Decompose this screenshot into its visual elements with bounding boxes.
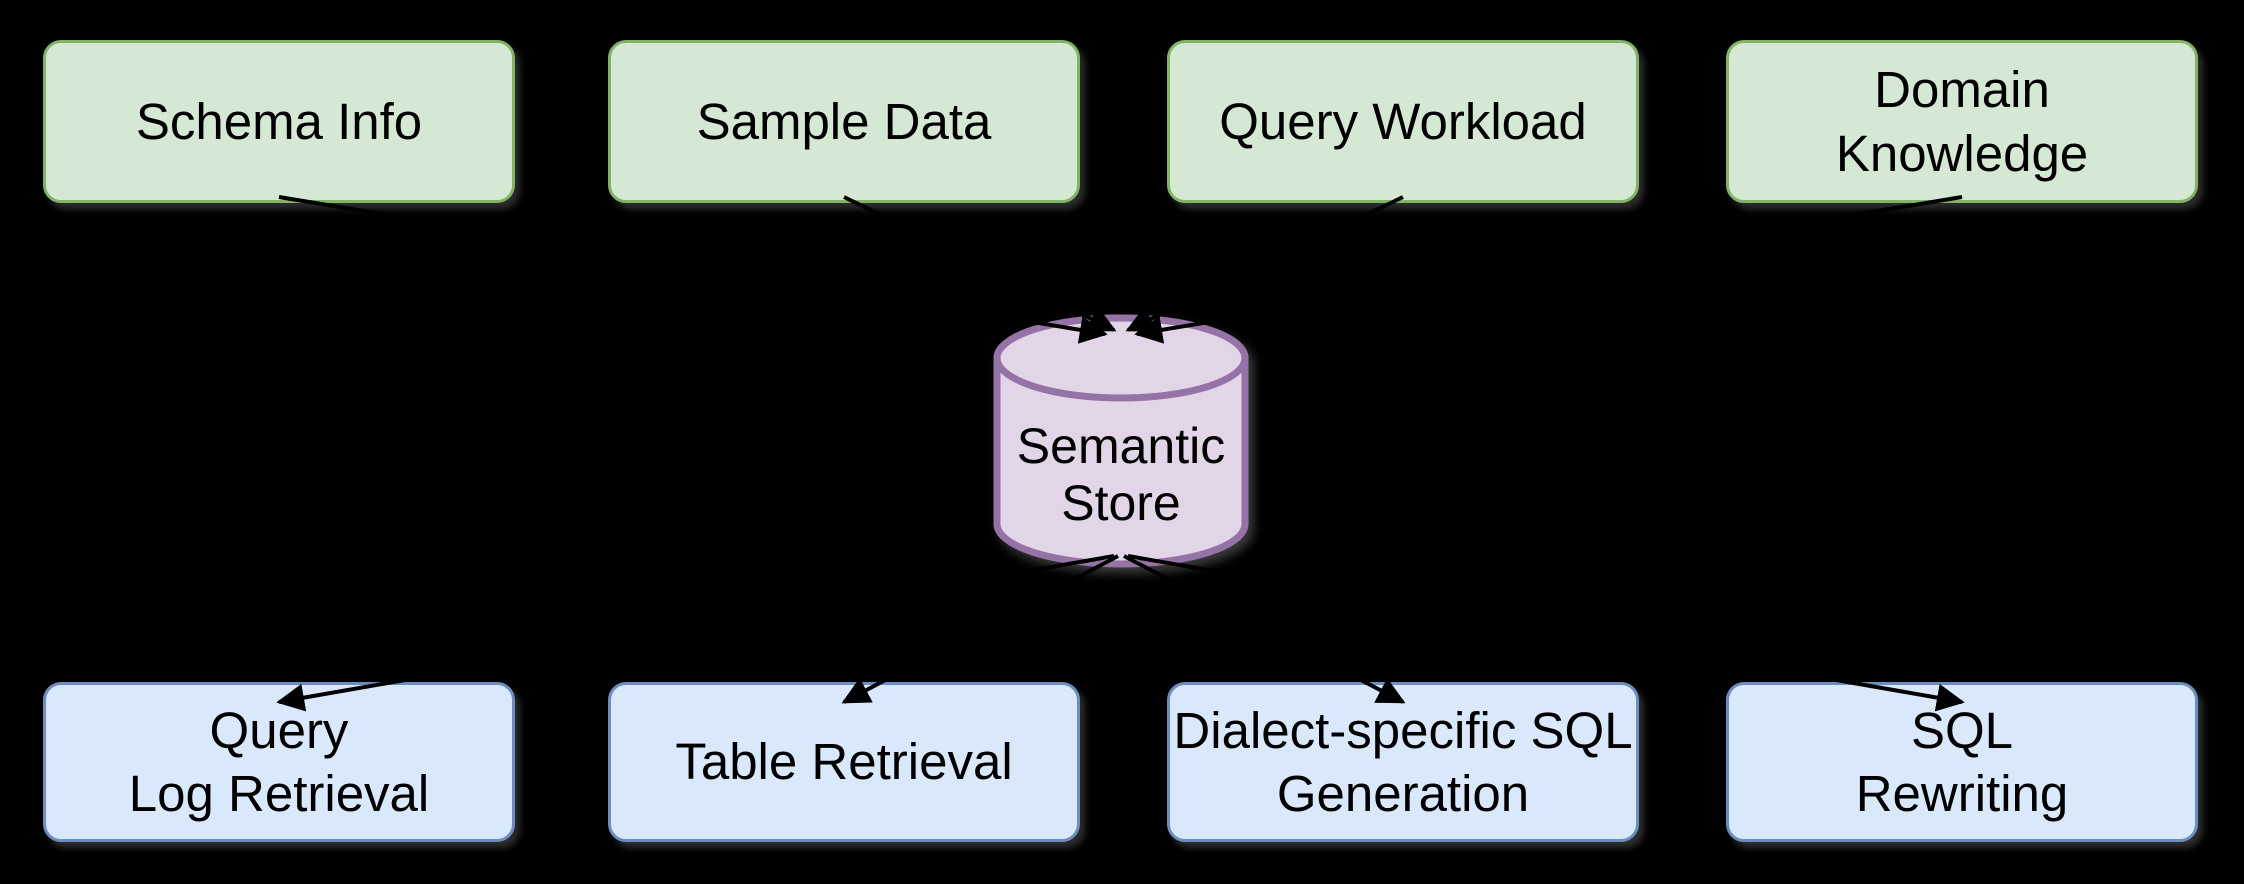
input-node-schema-info: Schema Info xyxy=(43,40,515,203)
node-label-line: Log Retrieval xyxy=(128,765,430,822)
process-node-query-log-retrieval: Query Log Retrieval xyxy=(43,682,515,842)
node-label-line: Dialect-specific SQL xyxy=(1173,701,1633,759)
node-label-line: Query Workload xyxy=(1219,92,1587,150)
node-label-line: Domain xyxy=(1874,61,2050,119)
input-node-domain-knowledge: Domain Knowledge xyxy=(1726,40,2198,203)
edge-domain-knowledge-to-store xyxy=(1134,195,1963,344)
node-label-line: Table Retrieval xyxy=(675,733,1013,791)
process-node-table-retrieval: Table Retrieval xyxy=(608,682,1080,842)
node-label-line: Schema Info xyxy=(135,92,423,150)
node-label-line: SQL xyxy=(1910,701,2014,759)
input-node-sample-data: Sample Data xyxy=(608,40,1080,203)
node-label-line: Query xyxy=(209,701,349,759)
node-label-line: Semantic xyxy=(1016,417,1226,474)
store-node-semantic-store: Semantic Store xyxy=(997,392,1245,558)
process-node-dialect-specific-sql-generation: Dialect-specific SQL Generation xyxy=(1167,682,1639,842)
database-cylinder-icon xyxy=(993,314,1249,568)
input-node-query-workload: Query Workload xyxy=(1167,40,1639,203)
edge-schema-info-to-store xyxy=(278,195,1108,344)
node-label-line: Rewriting xyxy=(1855,765,2069,822)
node-label-line: Sample Data xyxy=(696,92,992,150)
node-label-line: Store xyxy=(1061,475,1181,531)
process-node-sql-rewriting: SQL Rewriting xyxy=(1726,682,2198,842)
node-label-line: Generation xyxy=(1276,765,1530,822)
node-label-line: Knowledge xyxy=(1835,124,2089,182)
